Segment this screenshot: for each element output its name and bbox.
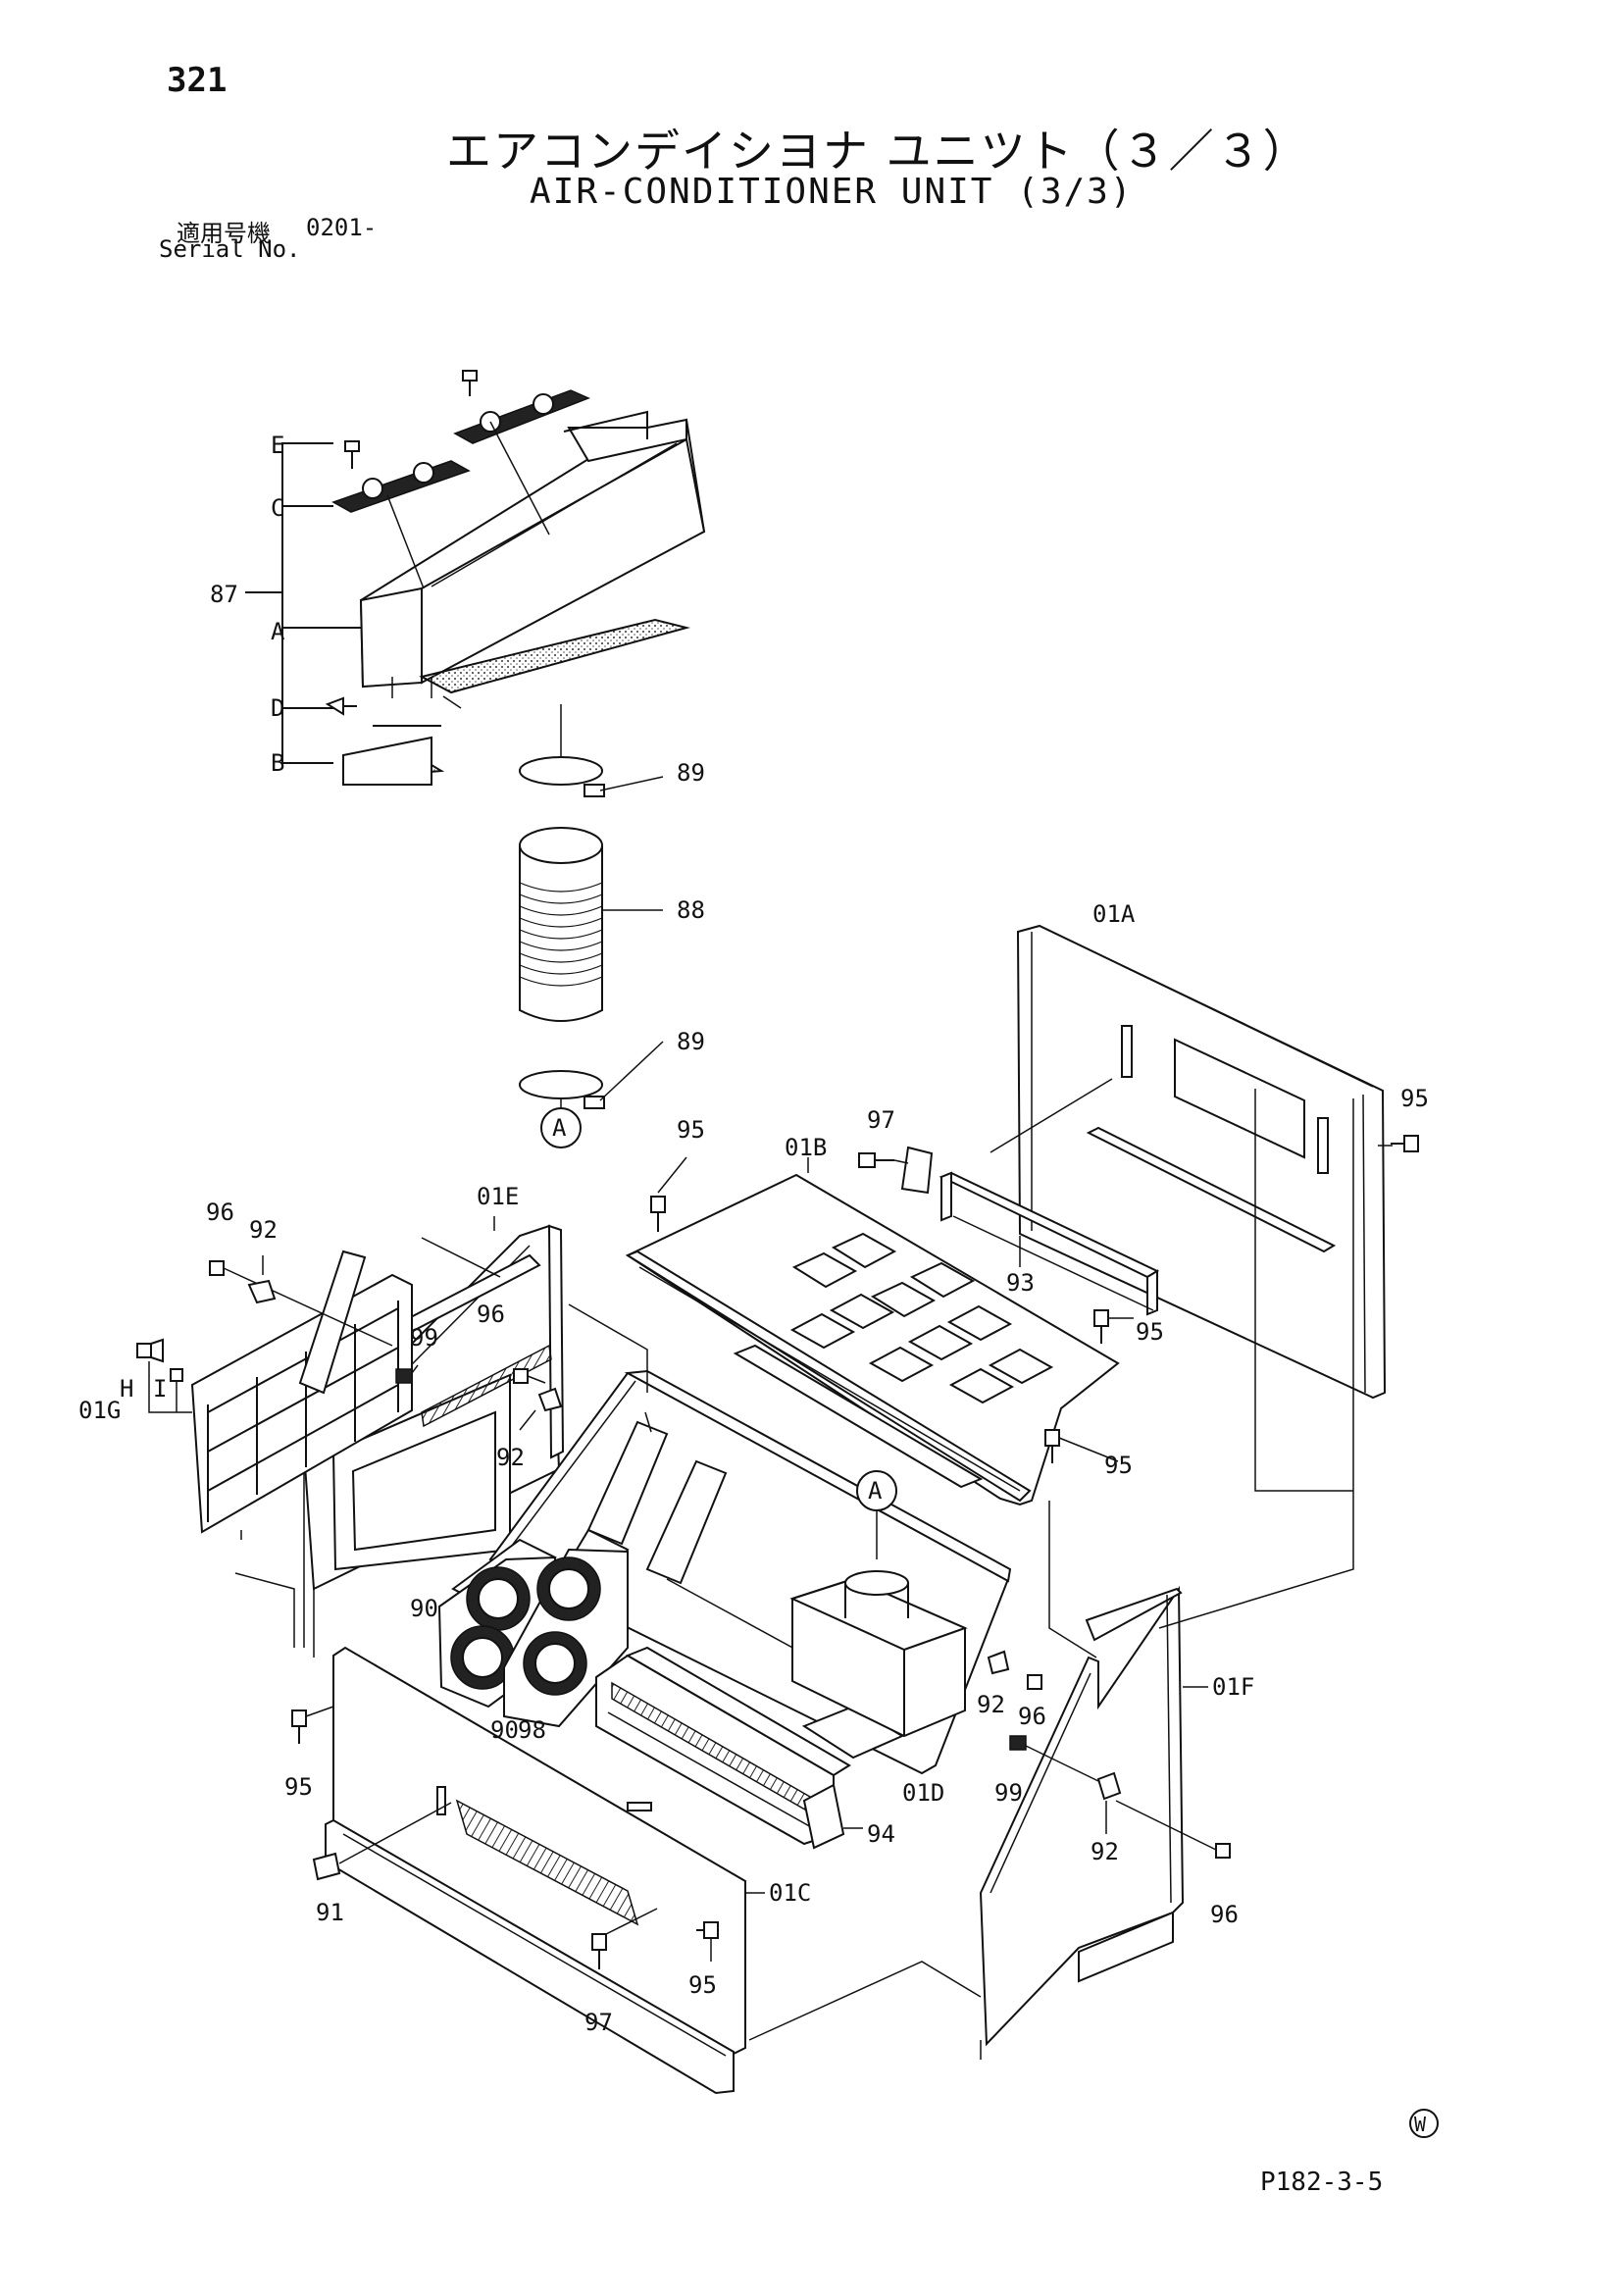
label-87: 87: [210, 581, 238, 608]
label-95-d: 95: [1104, 1452, 1133, 1479]
clamp-89-upper: [519, 756, 664, 797]
label-89-top: 89: [677, 759, 705, 787]
panel-01B: [625, 1157, 1120, 1506]
label-01E: 01E: [477, 1183, 519, 1210]
bolt-95-icon: [696, 1921, 719, 1962]
vent-duct-94: [595, 1646, 863, 1850]
drawing-code: P182-3-5: [1260, 2168, 1384, 2197]
label-95-b: 95: [1400, 1085, 1429, 1112]
bolt-95-icon: [1044, 1429, 1119, 1463]
louvre-grille-lower: [331, 460, 471, 513]
panel-01C: [325, 1646, 765, 2095]
label-98: 98: [518, 1716, 546, 1744]
panel-01E: [302, 1216, 565, 1658]
fastener-92-icon: [519, 1387, 563, 1431]
label-99-a: 99: [410, 1324, 438, 1352]
fastener-92-icon: [247, 1255, 277, 1304]
label-94: 94: [867, 1820, 895, 1848]
label-01G: 01G: [78, 1397, 121, 1424]
grid-openings: [789, 1232, 1054, 1404]
label-93: 93: [1006, 1269, 1035, 1297]
label-95-f: 95: [688, 1971, 717, 1999]
panel-01G: [190, 1250, 413, 1540]
bolt-95-icon: [1391, 1135, 1419, 1152]
label-sub-E: E: [271, 432, 284, 459]
label-92-d: 92: [1091, 1838, 1119, 1865]
title-japanese: エアコンデイシヨナ ユニツト（３／３）: [446, 125, 1310, 178]
title-english: AIR-CONDITIONER UNIT (3/3): [530, 172, 1134, 212]
label-96-a: 96: [206, 1199, 234, 1226]
label-89-bottom: 89: [677, 1028, 705, 1055]
label-01C: 01C: [769, 1879, 811, 1907]
callout-circle-A-upper: [540, 1107, 582, 1148]
label-91: 91: [316, 1899, 344, 1926]
clamp-89-lower: [519, 1041, 664, 1114]
serial-label-japanese: 適用号機: [177, 220, 271, 247]
label-sub-H: H: [120, 1375, 133, 1403]
label-95-c: 95: [1136, 1318, 1164, 1346]
bolt-95-icon: [1093, 1309, 1134, 1344]
label-callout-A-2: A: [868, 1477, 883, 1505]
label-sub-C: C: [271, 494, 284, 522]
nut-I-icon: [170, 1368, 183, 1382]
panel-01A: [990, 924, 1393, 1400]
label-90-b: 90: [490, 1716, 519, 1744]
duct-assembly-87: [245, 370, 706, 786]
fan-unit-90-right: [503, 1528, 630, 1728]
label-01B: 01B: [785, 1134, 827, 1161]
label-97-b: 97: [584, 2009, 613, 2036]
nut-99-icon: [395, 1364, 419, 1384]
screw-96-icon: [1027, 1674, 1042, 1690]
assembly-lines: [234, 1089, 1354, 2041]
label-01D: 01D: [902, 1779, 944, 1807]
bolt-97-icon: [858, 1152, 909, 1168]
nut-99-icon: [1009, 1735, 1099, 1782]
label-sub-D: D: [271, 694, 284, 722]
serial-number-value: 0201-: [306, 214, 378, 241]
screw-96-icon: [1115, 1800, 1231, 1859]
flexible-hose-88: [519, 827, 663, 1022]
label-95-a: 95: [677, 1116, 705, 1144]
label-01A: 01A: [1092, 900, 1136, 928]
knob-H-icon: [136, 1338, 164, 1363]
duct-box: [789, 1510, 968, 1738]
bolt-95-icon: [291, 1706, 334, 1744]
part-labels: 87 A B C D E 88 89 89 A A 01A 01B 01C 01…: [78, 432, 1429, 2036]
screw-96-icon: [209, 1260, 393, 1347]
label-97-a: 97: [867, 1106, 895, 1134]
screw-icon: [325, 677, 432, 716]
label-92-b: 92: [496, 1444, 525, 1471]
label-96-d: 96: [1210, 1901, 1239, 1928]
louvre-grille-upper: [453, 389, 590, 444]
w-mark-letter: W: [1414, 2113, 1427, 2136]
label-92-a: 92: [249, 1216, 278, 1244]
bracket-93: [900, 1146, 1160, 1316]
bolt-95-icon: [650, 1156, 687, 1232]
cap-91-icon: [312, 1802, 452, 1881]
panel-01F: [979, 1585, 1208, 2060]
label-95-e: 95: [284, 1773, 313, 1801]
label-96-c: 96: [1018, 1703, 1046, 1730]
label-01F: 01F: [1212, 1673, 1254, 1701]
label-sub-I: I: [153, 1375, 167, 1403]
label-sub-A: A: [271, 618, 285, 645]
page-number: 321: [167, 61, 228, 100]
label-92-c: 92: [977, 1691, 1005, 1718]
screw-96-icon: [513, 1368, 546, 1384]
screw-icon: [462, 370, 478, 396]
label-callout-A-1: A: [552, 1114, 567, 1142]
serial-label-english: Serial No.: [159, 235, 301, 263]
fastener-92-icon: [1096, 1771, 1122, 1834]
label-sub-B: B: [271, 749, 284, 777]
label-90-a: 90: [410, 1595, 438, 1622]
w-mark-icon: W: [1409, 2109, 1439, 2138]
bolt-97-icon: [591, 1908, 658, 1969]
screw-icon: [344, 440, 360, 469]
callout-circle-A-lower: [856, 1470, 897, 1511]
label-99-b: 99: [994, 1779, 1023, 1807]
fastener-92-icon: [987, 1650, 1010, 1675]
label-88: 88: [677, 896, 705, 924]
label-96-b: 96: [477, 1301, 505, 1328]
